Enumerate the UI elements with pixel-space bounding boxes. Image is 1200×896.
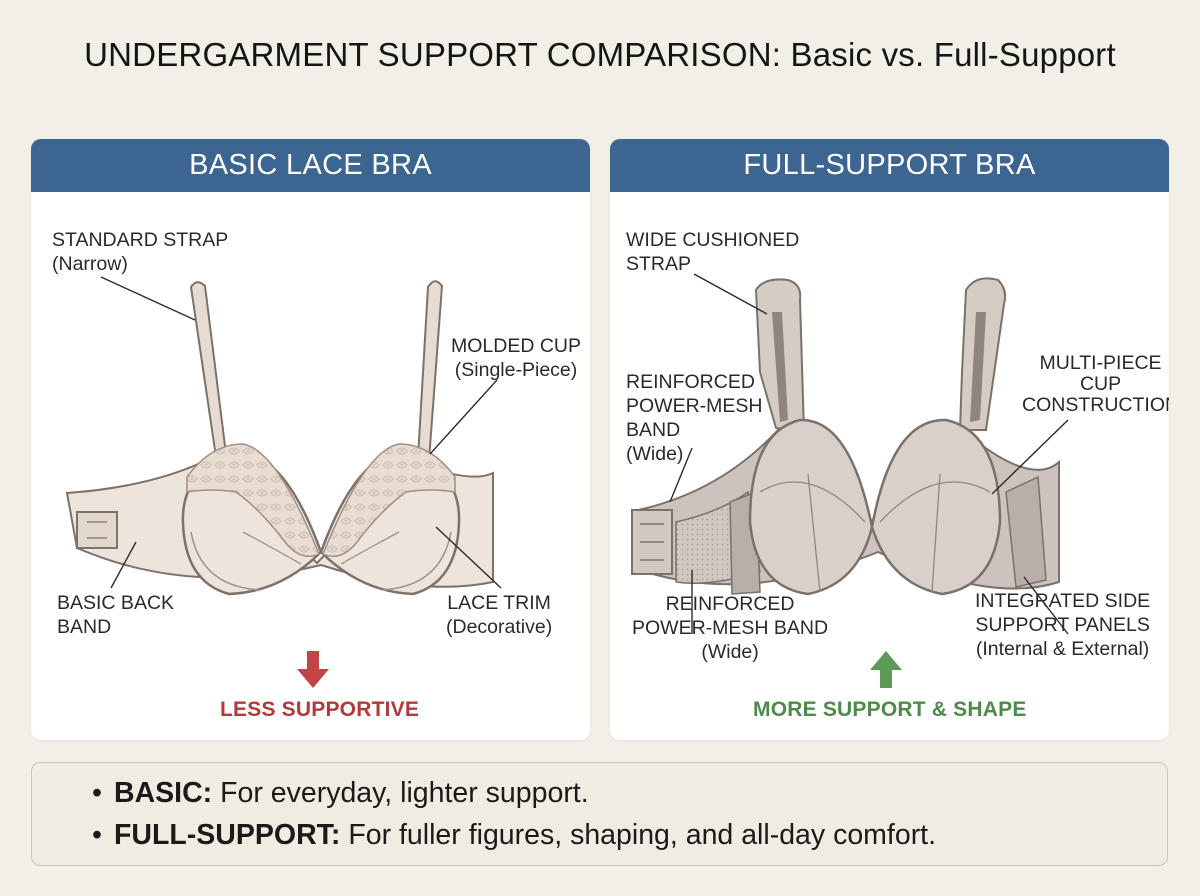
wide-strap-leader	[693, 273, 768, 315]
summary-notes-box: • BASIC: For everyday, lighter support. •…	[31, 762, 1168, 866]
note-basic-term: BASIC:	[114, 777, 213, 809]
basic-strap-label: STANDARD STRAP (Narrow)	[52, 229, 229, 275]
full-support-bra-header: FULL-SUPPORT BRA	[610, 139, 1169, 192]
note-basic-text: For everyday, lighter support.	[220, 777, 589, 809]
bullet-icon: •	[92, 819, 102, 851]
full-support-bra-illustration	[631, 273, 1069, 635]
side-panel-leader	[1023, 576, 1069, 635]
band-leader	[110, 541, 137, 589]
full-band-lower-label: REINFORCED POWER-MESH BAND (Wide)	[632, 593, 829, 663]
note-full-text: For fuller figures, shaping, and all-day…	[348, 819, 937, 851]
right-side-panel	[1005, 475, 1047, 588]
full-support-bra-panel: FULL-SUPPORT BRA	[610, 139, 1169, 740]
down-arrow-icon	[297, 651, 329, 688]
left-strap	[189, 281, 229, 466]
note-full: • FULL-SUPPORT: For fuller figures, shapi…	[92, 819, 936, 852]
up-arrow-icon	[870, 651, 902, 688]
full-cup-label: MULTI-PIECE CUP CONSTRUCTION	[1022, 352, 1169, 416]
hook-tab	[76, 511, 118, 549]
full-verdict: MORE SUPPORT & SHAPE	[753, 698, 1027, 721]
right-strap	[416, 280, 444, 462]
right-full-cup	[870, 418, 1002, 596]
full-strap-label: WIDE CUSHIONED STRAP	[626, 229, 800, 275]
basic-band-label: BASIC BACK BAND	[57, 592, 175, 638]
note-basic: • BASIC: For everyday, lighter support.	[92, 777, 589, 810]
page-title: UNDERGARMENT SUPPORT COMPARISON: Basic v…	[84, 36, 1116, 73]
left-lace-trim	[186, 443, 320, 557]
band-upper-leader	[669, 447, 693, 503]
strap-leader	[100, 276, 196, 321]
basic-bra-header: BASIC LACE BRA	[31, 139, 590, 192]
full-side-panel-label: INTEGRATED SIDE SUPPORT PANELS (Internal…	[975, 590, 1151, 660]
basic-bra-illustration	[65, 276, 502, 596]
cup-leader	[429, 379, 498, 455]
basic-bra-panel: BASIC LACE BRA	[31, 139, 590, 740]
basic-trim-label: LACE TRIM (Decorative)	[446, 592, 553, 638]
basic-cup-label: MOLDED CUP (Single-Piece)	[451, 335, 582, 381]
right-lace-trim	[322, 443, 456, 557]
trim-leader	[435, 526, 502, 589]
note-full-term: FULL-SUPPORT:	[114, 819, 341, 851]
bullet-icon: •	[92, 777, 102, 809]
cup-construction-leader	[991, 419, 1069, 495]
full-band-upper-label: REINFORCED POWER-MESH BAND (Wide)	[626, 371, 763, 465]
basic-verdict: LESS SUPPORTIVE	[220, 698, 420, 721]
